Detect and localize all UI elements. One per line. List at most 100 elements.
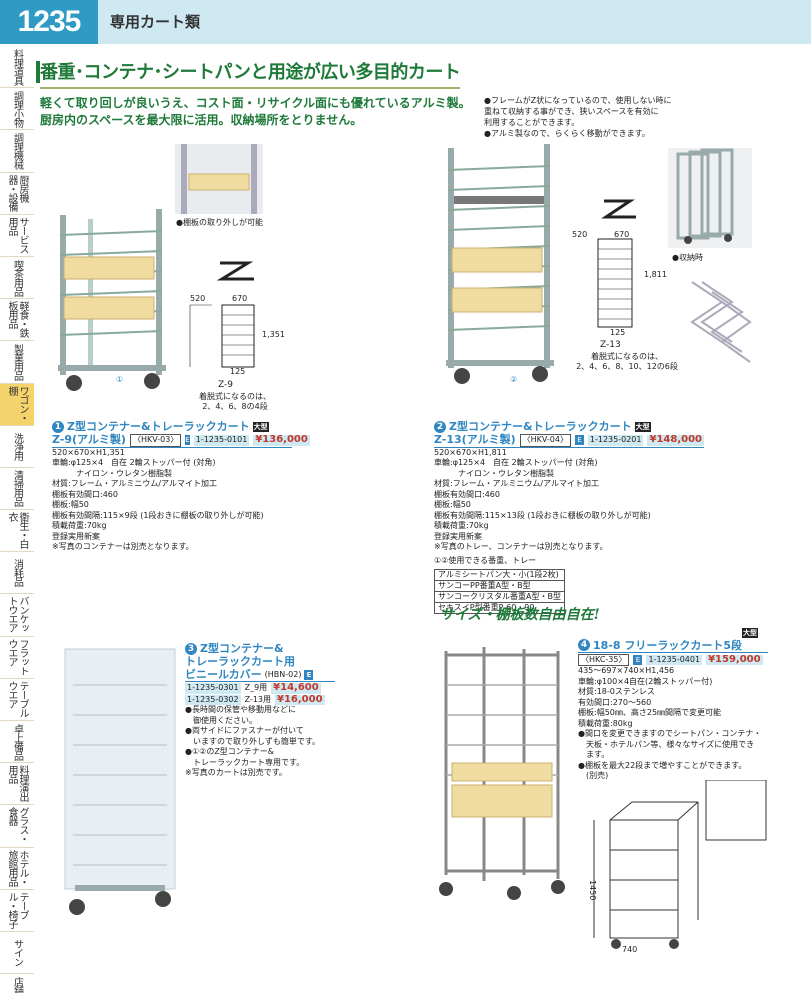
z9-dim-width: 520 (190, 294, 206, 303)
product-1-code: 〈HKV-03〉 (129, 434, 182, 447)
side-tab-9[interactable]: 洗浄用 (0, 425, 34, 468)
storage-illustration (668, 148, 752, 248)
product-1-title-row: 1 Z型コンテナー&トレーラックカート 大型 (52, 420, 292, 433)
z9-dim-depth: 670 (232, 294, 248, 303)
page-number: 1235 (0, 0, 98, 44)
side-tab-0[interactable]: 料理道具 (0, 46, 34, 89)
side-tab-11[interactable]: 衛生・白衣 (0, 510, 34, 553)
vinyl-cover-illustration (64, 648, 176, 915)
z9-cart-photo (52, 205, 172, 395)
product-1-block: 1 Z型コンテナー&トレーラックカート 大型 Z-9(アルミ製) 〈HKV-03… (52, 420, 310, 553)
side-tab-1[interactable]: 調理小物 (0, 88, 34, 131)
side-tab-19[interactable]: ホテル・旅館用品 (0, 847, 34, 890)
side-tab-22[interactable]: 店舗備品 (0, 974, 34, 993)
z13-dim-wheel: 125 (610, 328, 626, 337)
z13-detach-note: 着脱式になるのは、 2、4、6、8、10、12の6段 (576, 352, 678, 371)
spec-line: 棚板:幅50 (52, 500, 89, 509)
side-tab-17[interactable]: 料理演出用品 (0, 763, 34, 806)
product-2-block: 2 Z型コンテナー&トレーラックカート 大型 Z-13(アルミ製) 〈HKV-0… (434, 420, 704, 614)
z9-detach-note: 着脱式になるのは、 2、4、6、8の4段 (199, 392, 271, 411)
side-tab-7[interactable]: 製菓用品 (0, 341, 34, 384)
side-tab-6[interactable]: 軽食・鉄板用品 (0, 299, 34, 342)
vinyl-cover-photo (55, 645, 185, 920)
product-3-notes: ●長時間の保管や移動用などに 御使用ください。●両サイドにファスナーが付いて い… (185, 705, 335, 779)
side-tab-14[interactable]: フラットウエア (0, 636, 34, 679)
cover-model: Z-13用 (244, 694, 271, 704)
side-tab-5[interactable]: 喫茶用品 (0, 256, 34, 300)
product-1-size-badge: 大型 (252, 421, 269, 432)
product-1-model-row: Z-9(アルミ製) 〈HKV-03〉 E 1-1235-0101 ¥136,00… (52, 433, 310, 448)
z9-diagram-svg (189, 261, 255, 368)
free-rack-photo (432, 645, 572, 905)
product-2-model: Z-13(アルミ製) (434, 433, 516, 446)
spec-line: ナイロン・ウレタン樹脂製 (434, 468, 554, 478)
compat-cell: アルミシートパン大・小(1段2枚) (434, 569, 565, 581)
spec-line: ※写真のトレー、コンテナーは別売となります。 (434, 542, 608, 551)
spec-line: 車輪:φ125×4 自在 2輪ストッパー付 (対角) (434, 458, 598, 467)
product-4-e-badge: E (633, 654, 643, 665)
spec-line: 積載荷重:70kg (52, 521, 107, 530)
spec-line: ●間口を変更できますのでシートパン・コンテナ・ (578, 729, 762, 738)
product-2-code: 〈HKV-04〉 (519, 434, 571, 447)
spec-line: 435～697×740×H1,456 (578, 666, 675, 675)
free-rack-dim-height: 1450 (588, 880, 597, 901)
side-tab-4[interactable]: サービス用品 (0, 214, 34, 257)
compat-row: サンコークリスタル番重A型・B型 (434, 591, 565, 603)
cover-model: Z_9用 (244, 683, 268, 692)
photo1-number: ① (116, 375, 124, 384)
cover-order: 1-1235-0302 (185, 694, 241, 705)
side-tab-10[interactable]: 清掃用品 (0, 467, 34, 511)
compat-row: セキスイP型番重P-60・90 (434, 602, 565, 614)
side-tab-20[interactable]: テーブル・椅子 (0, 889, 34, 932)
section-2-title: サイズ・棚板数自由自在! (440, 607, 600, 623)
spec-line: ナイロン・ウレタン樹脂製 (52, 468, 172, 478)
spec-line: 登録実用新案 (434, 531, 482, 541)
product-4-price: ¥159,000 (706, 653, 763, 665)
spec-line: 棚板有効間隔:115×13段 (1段おきに棚板の取り外しが可能) (434, 510, 651, 520)
side-tab-8[interactable]: ワゴン・棚 (0, 383, 34, 426)
spec-line: 棚板有効間口:460 (434, 489, 500, 499)
side-tab-2[interactable]: 調理機械 (0, 130, 34, 173)
product-2-number: 2 (434, 420, 446, 433)
spec-line: 御使用ください。 (185, 715, 257, 725)
product-4-model-row: 〈HKC-35〉 E 1-1235-0401 ¥159,000 (578, 653, 768, 666)
free-rack-diagram-svg (593, 780, 767, 949)
compat-cell: サンコーPP番重A型・B型 (434, 580, 565, 592)
side-tab-13[interactable]: バンケットウエア (0, 594, 34, 637)
spec-line: 材質:フレーム・アルミニウム/アルマイト加工 (434, 479, 599, 488)
headline: 番重･コンテナ･シートパンと用途が広い多目的カート (35, 58, 461, 89)
free-rack-illustration (439, 647, 565, 900)
spec-line: 棚板:幅50 (434, 500, 471, 509)
side-tab-21[interactable]: サイン (0, 931, 34, 975)
shelf-removal-illustration (175, 144, 263, 214)
storage-photo (668, 148, 752, 248)
side-tab-15[interactable]: テーブルウエア (0, 678, 34, 721)
side-tab-18[interactable]: グラス・食器 (0, 805, 34, 848)
spec-line: 登録実用新案 (52, 531, 100, 541)
product-2-compat-table: アルミシートパン大・小(1段2枚)サンコーPP番重A型・B型サンコークリスタル番… (434, 569, 565, 614)
product-3-code: (HBN-02) (264, 670, 302, 679)
shelf-removal-photo (175, 144, 263, 214)
product-4-code: 〈HKC-35〉 (578, 653, 630, 666)
product-1-title: Z型コンテナー&トレーラックカート (67, 420, 250, 433)
compat-row: サンコーPP番重A型・B型 (434, 580, 565, 592)
z13-cart-photo (440, 140, 560, 390)
spec-line: 材質:18-0ステンレス (578, 687, 655, 696)
spec-line: ます。 (578, 750, 610, 759)
spec-line: 棚板:幅50㎜、高さ25㎜間隔で変更可能 (578, 708, 722, 717)
product-2-e-badge: E (574, 435, 584, 446)
spec-line: 材質:フレーム・アルミニウム/アルマイト加工 (52, 479, 217, 488)
spec-line: (別売) (578, 771, 609, 780)
product-1-model: Z-9(アルミ製) (52, 433, 126, 446)
z13-dim-height: 1,811 (644, 270, 667, 279)
side-tab-12[interactable]: 消耗品 (0, 552, 34, 595)
folded-frame-svg (690, 281, 752, 363)
product-4-title-row: 4 18-8 フリーラックカート5段 (578, 639, 768, 653)
feature-notes-text: ●フレームがZ状になっているので、使用しない時に 重ねて収納する事ができ、狭いス… (484, 96, 672, 138)
side-tab-16[interactable]: 卓上備品 (0, 721, 34, 764)
z9-dim-height: 1,351 (262, 330, 285, 339)
side-tab-3[interactable]: 厨房機器・設備 (0, 172, 34, 215)
